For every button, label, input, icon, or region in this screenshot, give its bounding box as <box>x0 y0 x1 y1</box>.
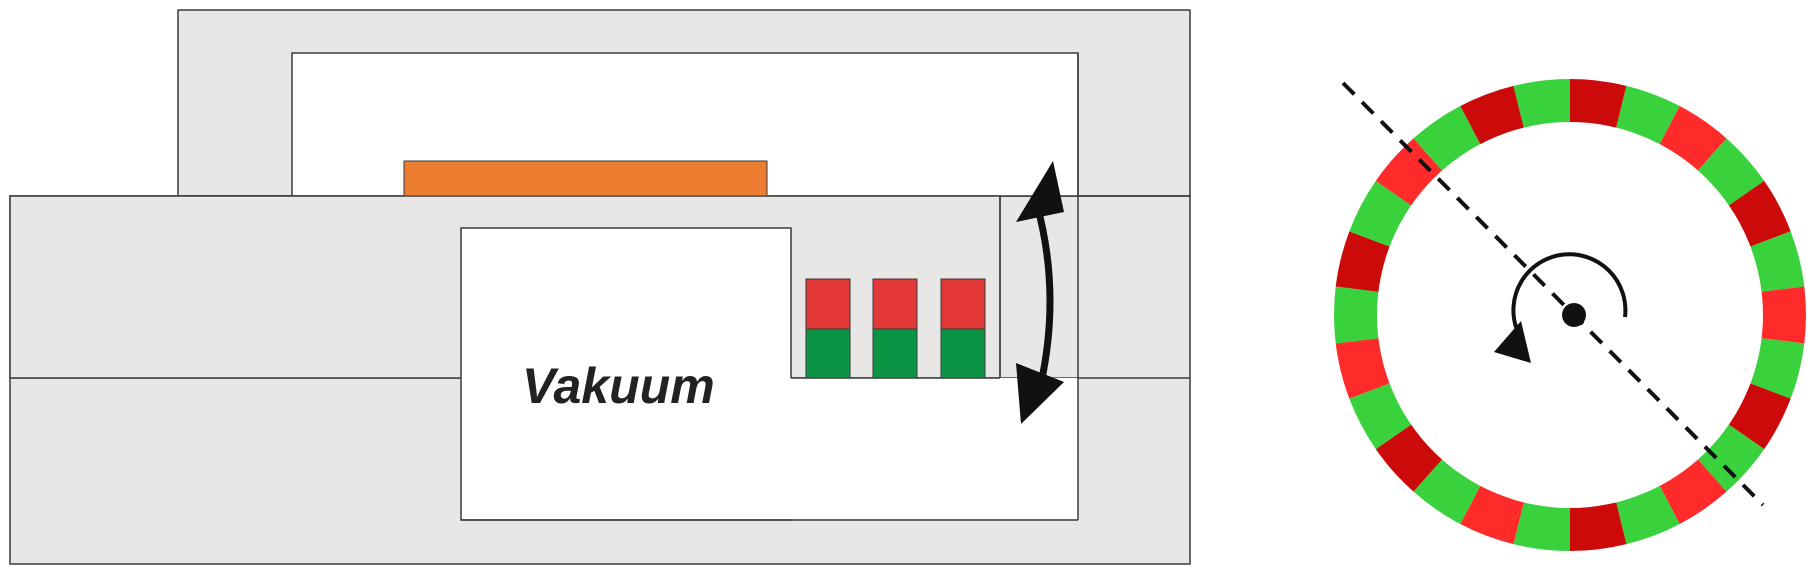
magnet-south-block <box>940 328 986 379</box>
ring-segment-red <box>1460 85 1525 147</box>
ring-segment-green <box>1513 499 1570 551</box>
arrow-head-top <box>1016 161 1064 222</box>
vacuum-cavity-lower <box>462 378 1078 519</box>
ring-segment-green <box>1615 85 1680 147</box>
magnet-north-block <box>872 278 918 330</box>
vacuum-label: Vakuum <box>522 358 715 414</box>
magnet-north-block <box>805 278 851 330</box>
ring-segment-red <box>1570 79 1627 131</box>
magnet-stacks <box>805 278 986 379</box>
center-dot-icon <box>1562 303 1586 327</box>
sample-plate <box>403 160 768 197</box>
ring-segment-red <box>1460 483 1525 545</box>
ring-segment-green <box>1747 231 1805 293</box>
ring-segment-green <box>1513 79 1570 131</box>
rotation-axis-line <box>1341 81 1765 507</box>
ring-segment-red <box>1335 231 1393 293</box>
ring-segment-red <box>1758 286 1806 344</box>
ring-segment-red <box>1335 337 1393 399</box>
arrow-head-bottom <box>1016 363 1064 424</box>
magnet-north-block <box>940 278 986 330</box>
rotation-arrow-icon <box>1511 252 1628 331</box>
ring-segment-red <box>1570 499 1627 551</box>
ring-segment-green <box>1333 286 1382 344</box>
curved-double-arrow-icon <box>1016 161 1064 424</box>
chamber-cross-section: Vakuum <box>9 9 1191 565</box>
ring-segment-green <box>1747 337 1805 399</box>
magnet-south-block <box>872 328 918 379</box>
rotation-arrow-head <box>1494 321 1531 363</box>
magnet-south-block <box>805 328 851 379</box>
ring-segment-green <box>1615 483 1680 545</box>
magnetic-ring <box>1333 79 1806 551</box>
